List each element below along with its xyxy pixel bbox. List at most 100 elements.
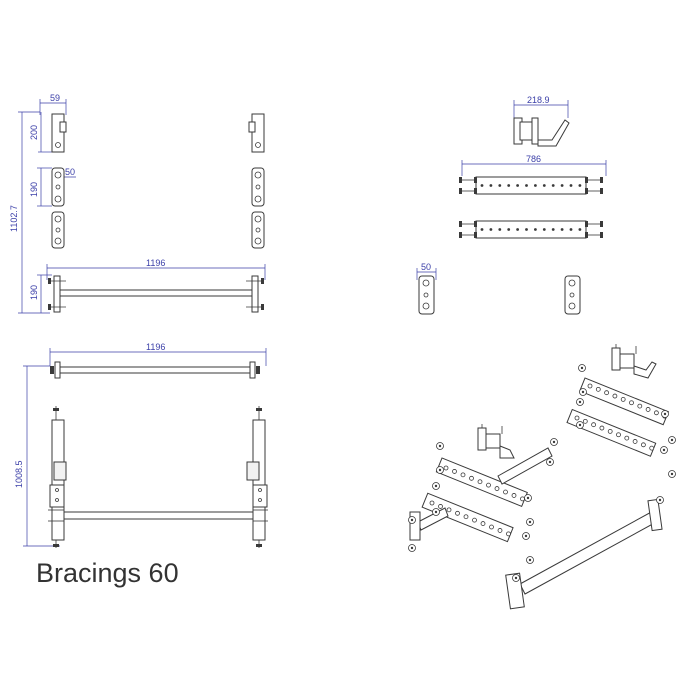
plate-hole — [446, 507, 452, 513]
bolt-center — [514, 576, 518, 580]
plate-hole — [497, 528, 503, 533]
bolt-center — [578, 423, 582, 427]
plate-hole — [607, 428, 613, 434]
dim-50-left: 50 — [65, 167, 75, 177]
plate-hole — [460, 472, 466, 478]
plate-hole — [542, 228, 546, 231]
dim-218-9: 218.9 — [527, 95, 550, 105]
bolt-center — [528, 520, 532, 524]
plate-hole — [649, 445, 655, 451]
bolt-center — [410, 546, 414, 550]
bolt-head — [459, 221, 462, 227]
bolt-head — [600, 177, 603, 183]
bolt-head — [585, 221, 588, 227]
plate-hole — [624, 435, 630, 441]
plate-hole — [534, 228, 537, 231]
plate-hole — [480, 521, 486, 526]
bolt-head — [459, 232, 462, 238]
plate-hole — [591, 422, 596, 428]
bolt-head — [474, 188, 477, 194]
plate-hole — [560, 184, 564, 187]
dim-59: 59 — [50, 93, 60, 103]
bolt-center — [438, 468, 442, 472]
plate-hole — [574, 415, 580, 421]
plate-hole — [616, 432, 621, 438]
plate-hole — [452, 469, 457, 474]
bolt-center — [580, 366, 584, 370]
bolt-head — [474, 221, 477, 227]
plate-hole — [569, 184, 573, 187]
plate-hole — [516, 184, 519, 187]
dim-50-right: 50 — [421, 262, 431, 272]
plate-hole — [503, 489, 508, 495]
dim-200: 200 — [29, 125, 39, 140]
plate-hole — [551, 184, 555, 187]
plate-hole — [480, 184, 484, 187]
plate-hole — [612, 393, 618, 399]
bolt-center — [663, 412, 667, 416]
plate-hole — [489, 228, 493, 231]
plate-hole — [429, 500, 435, 506]
bolt-center — [410, 518, 414, 522]
caption-title: Bracings 60 — [36, 558, 179, 588]
bolt-head — [474, 232, 477, 238]
plate-hole — [641, 442, 646, 448]
bolt-head — [585, 177, 588, 183]
plate-hole — [489, 524, 494, 530]
plate-hole — [494, 486, 500, 491]
dim-190-lower: 190 — [29, 285, 39, 300]
plate-hole — [578, 228, 582, 231]
bolt-head — [459, 177, 462, 183]
bolt-center — [670, 472, 674, 476]
bolt-center — [434, 484, 438, 488]
plate-hole — [489, 184, 493, 187]
plate-hole — [525, 228, 528, 231]
plate-hole — [595, 386, 601, 392]
bolt-head — [459, 188, 462, 194]
plate-hole — [542, 184, 546, 187]
plate-hole — [587, 383, 593, 389]
plate-hole — [551, 228, 555, 231]
dim-1196-lower: 1196 — [146, 342, 165, 352]
plate-hole — [480, 228, 484, 231]
plate-hole — [569, 228, 573, 231]
plate-hole — [477, 479, 483, 485]
plate-hole — [498, 184, 502, 187]
plate-hole — [516, 228, 519, 231]
plate-hole — [620, 396, 626, 402]
bolt-center — [552, 440, 556, 444]
plate-hole — [534, 184, 537, 187]
plate-hole — [463, 514, 469, 520]
dim-786: 786 — [526, 154, 541, 164]
dim-1008-5: 1008.5 — [14, 460, 24, 488]
plate-hole — [654, 410, 659, 416]
plate-hole — [507, 228, 511, 231]
bolt-center — [524, 534, 528, 538]
isometric-view — [408, 344, 676, 610]
plate-hole — [582, 418, 588, 424]
plate-hole — [438, 504, 443, 509]
plate-hole — [525, 184, 528, 187]
plate-hole — [578, 184, 582, 187]
top-right-view: 218.9 786 50 — [416, 95, 607, 315]
bolt-center — [438, 444, 442, 448]
plate-hole — [469, 475, 474, 481]
bolt-center — [658, 498, 662, 502]
dim-1102-7: 1102.7 — [9, 205, 19, 232]
bolt-head — [600, 188, 603, 194]
bolt-center — [578, 400, 582, 404]
top-left-view: 1102.7 59 200 50 190 — [9, 93, 266, 314]
bolt-head — [585, 232, 588, 238]
plate-hole — [443, 465, 449, 471]
bolt-center — [670, 438, 674, 442]
plate-hole — [455, 510, 460, 516]
bolt-center — [528, 558, 532, 562]
bolt-center — [581, 390, 585, 394]
plate-hole — [472, 517, 477, 523]
plate-hole — [507, 184, 511, 187]
bolt-center — [526, 496, 530, 500]
bolt-head — [585, 188, 588, 194]
plate-hole — [637, 403, 643, 409]
bolt-center — [662, 448, 666, 452]
